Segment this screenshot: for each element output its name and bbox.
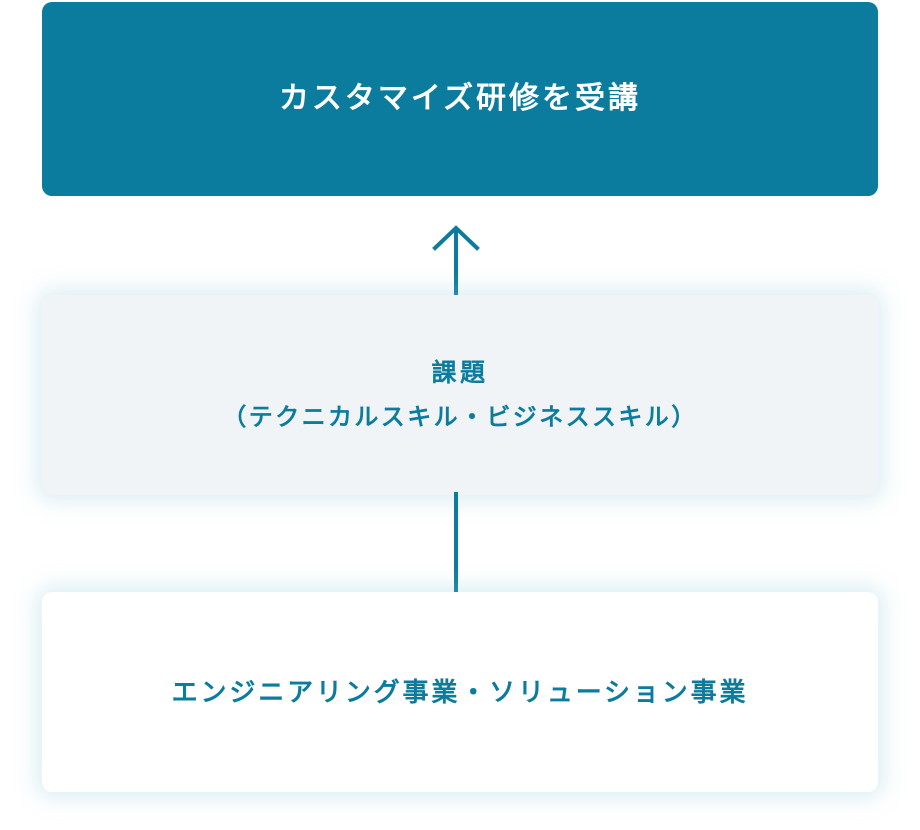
flow-node-bottom: エンジニアリング事業・ソリューション事業 bbox=[42, 592, 878, 792]
vertical-line-icon bbox=[454, 492, 458, 596]
flow-node-bottom-label: エンジニアリング事業・ソリューション事業 bbox=[171, 676, 749, 707]
arrow-up-icon bbox=[432, 225, 480, 300]
connector-middle-to-top bbox=[0, 222, 920, 300]
flow-node-top: カスタマイズ研修を受講 bbox=[42, 2, 878, 196]
flow-node-middle: 課題 （テクニカルスキル・ビジネススキル） bbox=[42, 295, 878, 495]
flow-node-middle-subtitle: （テクニカルスキル・ビジネススキル） bbox=[222, 403, 698, 431]
flow-node-middle-body: 課題 （テクニカルスキル・ビジネススキル） bbox=[222, 354, 697, 436]
flow-node-middle-title: 課題 bbox=[431, 359, 489, 388]
connector-bottom-to-middle bbox=[0, 492, 920, 596]
flow-node-top-label: カスタマイズ研修を受講 bbox=[278, 82, 642, 116]
